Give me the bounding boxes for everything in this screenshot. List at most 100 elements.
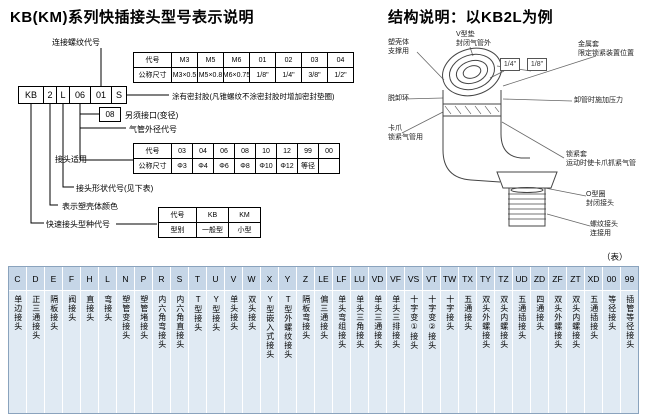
shape-desc: 单头弯组接头 xyxy=(337,295,347,349)
table-cell: 等径 xyxy=(298,159,319,174)
shape-desc-cell: 单头弯组接头 xyxy=(333,291,350,413)
table-cell: 公称尺寸 xyxy=(134,159,172,174)
shape-desc: 等径接头 xyxy=(607,295,617,331)
callout-metal-sleeve: 金属套 限定锁紧装置位置 xyxy=(578,40,634,58)
table-cell: 08 xyxy=(235,144,256,159)
shape-desc-cell: 内六角直接头 xyxy=(171,291,188,413)
table-cell: KM xyxy=(229,208,261,223)
shape-desc-cell: 五通插接头 xyxy=(513,291,530,413)
table-cell: M6 xyxy=(224,53,250,68)
callout-vseal: V型垫 封闭气管外 xyxy=(456,30,491,48)
table-cell: 04 xyxy=(193,144,214,159)
shape-desc-cell: 十字接头 xyxy=(441,291,458,413)
callout-metal-sleeve-name: 金属套 xyxy=(578,41,599,48)
shape-desc: 五通插接头 xyxy=(517,295,527,340)
shape-code: L xyxy=(99,267,116,291)
shape-code: S xyxy=(171,267,188,291)
adapter-code-box: 08 xyxy=(99,107,121,122)
shape-desc: 双头外螺接头 xyxy=(481,295,491,349)
shape-desc-cell: 塑管堵接头 xyxy=(135,291,152,413)
shape-desc: 双头接头 xyxy=(247,295,257,331)
shape-desc-cell: 双头内螺接头 xyxy=(567,291,584,413)
shape-code: F xyxy=(63,267,80,291)
shape-column: L 弯接头 xyxy=(98,267,116,413)
shape-code: ZD xyxy=(531,267,548,291)
shape-desc-cell: T型接头 xyxy=(189,291,206,413)
shape-desc: 四通接头 xyxy=(535,295,545,331)
shape-code: ZF xyxy=(549,267,566,291)
color-label: 表示塑壳体颜色 xyxy=(62,202,118,211)
callout-lock-sleeve-name: 锁紧套 xyxy=(566,151,587,158)
shape-desc-cell: 插管等径接头 xyxy=(621,291,638,413)
model-section-title: KB(KM)系列快插接头型号表示说明 xyxy=(10,9,254,26)
callout-thread-joint-name: 螺纹接头 xyxy=(590,221,618,228)
shape-desc-cell: 等径接头 xyxy=(603,291,620,413)
shape-code-label: 接头形状代号(见下表) xyxy=(76,184,154,193)
shape-desc: 十字变①接头 xyxy=(409,295,419,350)
shape-code: T xyxy=(189,267,206,291)
callout-vseal-name: V型垫 xyxy=(456,31,475,38)
shape-code: XD xyxy=(585,267,602,291)
shape-code: Z xyxy=(297,267,314,291)
table-cell: 03 xyxy=(172,144,193,159)
tube-od-label: 气管外径代号 xyxy=(129,125,177,134)
shape-desc: 单头三通接头 xyxy=(373,295,383,349)
collet-rings xyxy=(442,47,502,97)
shape-desc-cell: 正三通接头 xyxy=(27,291,44,413)
shape-desc: 弯接头 xyxy=(103,295,113,322)
shape-code: V xyxy=(225,267,242,291)
shape-desc-cell: 隔板弯接头 xyxy=(297,291,314,413)
hatching xyxy=(444,105,500,115)
table-cell xyxy=(319,159,340,174)
callout-shell: 塑壳体 支撑用 xyxy=(388,38,409,56)
shape-code: 99 xyxy=(621,267,638,291)
shape-desc: 内六角弯接头 xyxy=(157,295,167,349)
shape-code: TW xyxy=(441,267,458,291)
shape-desc-cell: 偏三通接头 xyxy=(315,291,332,413)
shape-desc-cell: 十字变①接头 xyxy=(405,291,422,413)
shape-desc: T型外螺纹接头 xyxy=(283,295,293,359)
callout-vseal-desc: 封闭气管外 xyxy=(456,40,491,47)
shape-code: U xyxy=(207,267,224,291)
shape-code: VF xyxy=(387,267,404,291)
shape-desc-cell: 双头内螺接头 xyxy=(495,291,512,413)
model-code-box: L xyxy=(56,86,70,104)
shape-desc: 正三通接头 xyxy=(31,295,41,340)
callout-release-ring-name: 脱卸环 xyxy=(388,95,409,102)
model-code-box: KB xyxy=(18,86,44,104)
table-cell: Φ10 xyxy=(256,159,277,174)
callout-shell-desc: 支撑用 xyxy=(388,48,409,55)
shape-desc-cell: 五通接头 xyxy=(459,291,476,413)
shape-code: LE xyxy=(315,267,332,291)
callout-claw-desc: 锁紧气管用 xyxy=(388,134,423,141)
table-cell: 1/8" xyxy=(250,68,276,83)
shape-desc: 插管等径接头 xyxy=(625,295,635,349)
shape-desc-cell: 直接头 xyxy=(81,291,98,413)
table-cell: Φ3 xyxy=(172,159,193,174)
shape-desc-cell: Y型嵌入式接头 xyxy=(261,291,278,413)
shape-code: LF xyxy=(333,267,350,291)
shape-desc: 单头接头 xyxy=(229,295,239,331)
shape-desc-cell: 单头三通接头 xyxy=(369,291,386,413)
shape-code: 00 xyxy=(603,267,620,291)
type-code-label: 快速接头型种代号 xyxy=(46,220,110,229)
shape-desc-cell: 双头外螺接头 xyxy=(549,291,566,413)
shape-desc: 直接头 xyxy=(85,295,95,322)
structure-section-title: 结构说明：以KB2L为例 xyxy=(388,9,554,26)
shape-code: X xyxy=(261,267,278,291)
